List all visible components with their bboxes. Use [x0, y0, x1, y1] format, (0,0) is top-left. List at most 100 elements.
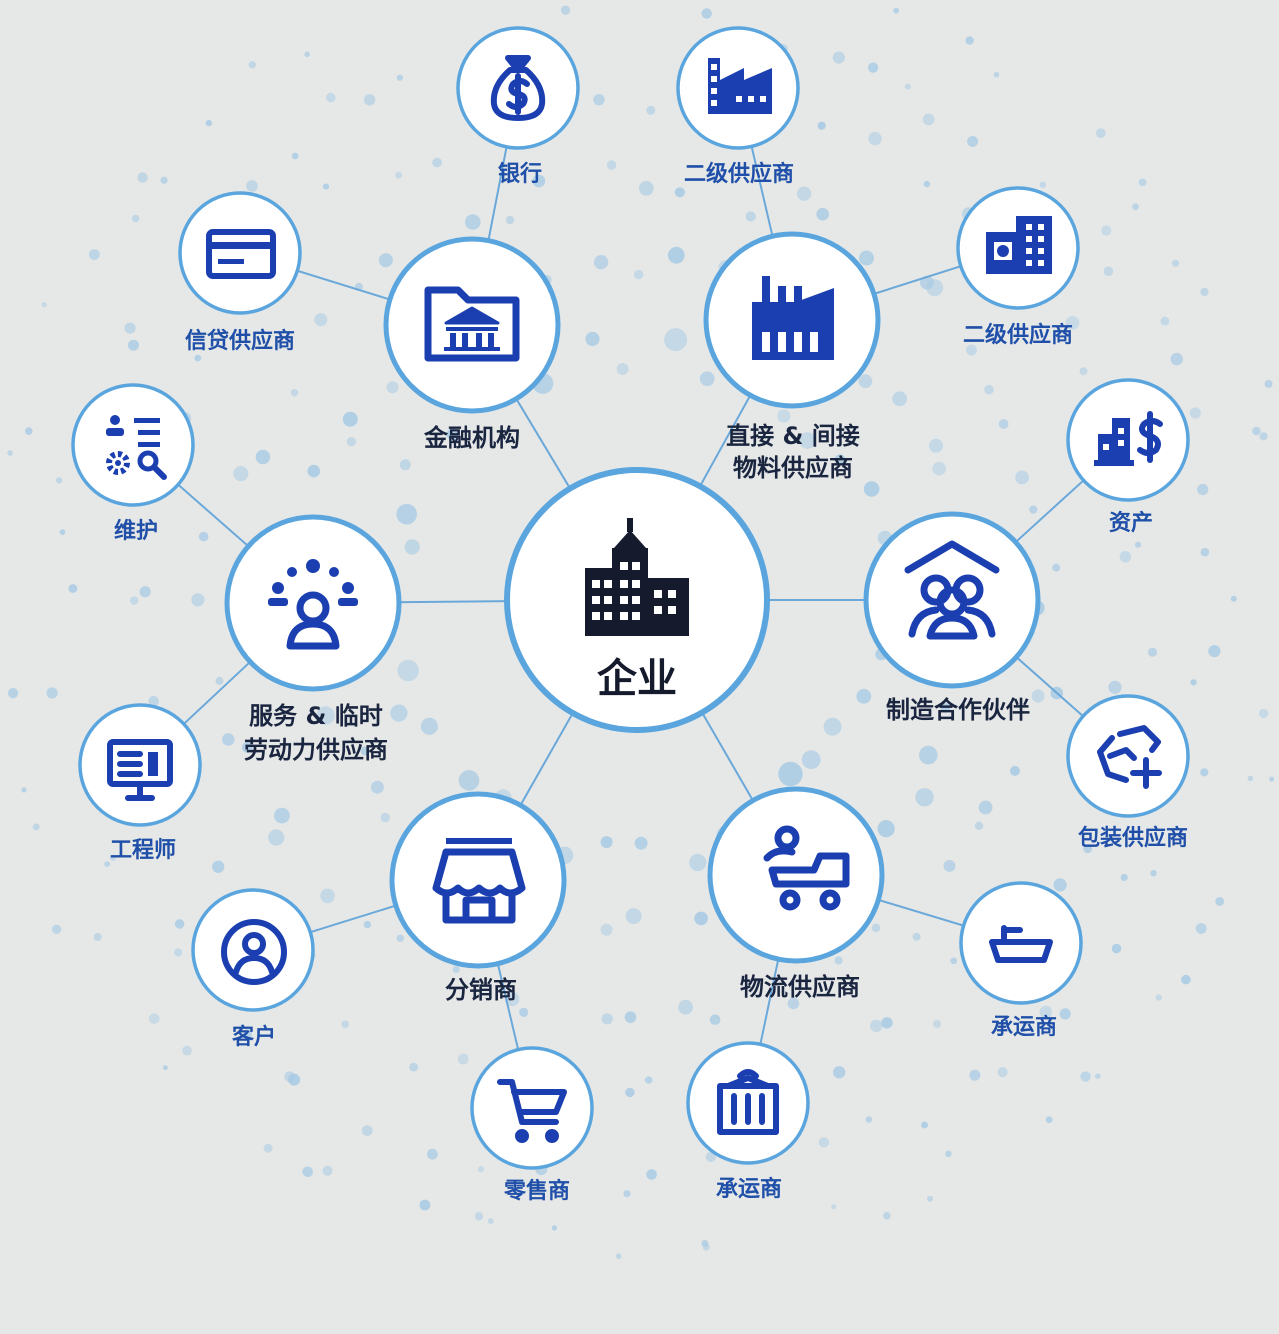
node-materials-label-1: 直接 & 间接 — [726, 422, 860, 450]
decorative-dot — [160, 176, 168, 184]
decorative-dot — [432, 157, 442, 168]
decorative-dot — [474, 1212, 484, 1221]
decorative-dot — [1155, 994, 1163, 1001]
decorative-dot — [1119, 551, 1132, 563]
decorative-dot — [465, 214, 481, 230]
decorative-dot — [865, 1116, 873, 1123]
decorative-dot — [363, 94, 376, 106]
node-engineer[interactable]: 工程师 — [78, 703, 202, 863]
node-bank[interactable]: 银行 — [456, 26, 580, 187]
decorative-dot — [322, 1165, 333, 1176]
node-finance[interactable]: 金融机构 — [383, 236, 561, 452]
decorative-dot — [1053, 878, 1067, 892]
decorative-dot — [923, 180, 931, 188]
decorative-dot — [833, 1066, 846, 1079]
node-services[interactable]: 服务 & 临时 劳动力供应商 — [224, 514, 402, 764]
decorative-dot — [346, 437, 357, 447]
node-distributor-label: 分销商 — [445, 976, 517, 1004]
decorative-dot — [1160, 316, 1170, 326]
decorative-dot — [600, 836, 613, 849]
decorative-dot — [831, 1204, 837, 1210]
node-credit-label: 信贷供应商 — [185, 328, 295, 354]
decorative-dot — [304, 51, 311, 58]
decorative-dot — [623, 1190, 631, 1198]
decorative-dot — [1200, 768, 1209, 777]
node-retail[interactable]: 零售商 — [470, 1046, 594, 1204]
money-bag-icon — [490, 55, 546, 121]
decorative-dot — [1108, 680, 1122, 694]
decorative-dot — [868, 131, 882, 146]
decorative-dot — [799, 432, 816, 449]
node-assets[interactable]: 资产 — [1066, 378, 1190, 536]
node-carrier-container[interactable]: 承运商 — [686, 1041, 810, 1202]
decorative-dot — [198, 531, 209, 542]
decorative-dot — [458, 770, 480, 791]
decorative-dot — [363, 920, 372, 929]
decorative-dot — [1052, 563, 1061, 572]
decorative-dot — [212, 860, 225, 873]
decorative-dot — [274, 341, 282, 350]
decorative-dot — [420, 717, 438, 735]
node-engineer-label: 工程师 — [110, 837, 176, 863]
decorative-dot — [797, 186, 812, 201]
decorative-dot — [1134, 541, 1142, 548]
decorative-dot — [634, 836, 648, 850]
decorative-dot — [633, 269, 644, 280]
factory-icon — [752, 276, 834, 360]
decorative-dot — [858, 374, 873, 389]
decorative-dot — [241, 741, 253, 753]
decorative-dot — [174, 948, 183, 957]
decorative-dot — [1111, 943, 1122, 954]
decorative-dot — [892, 391, 907, 407]
decorative-dot — [89, 249, 100, 260]
node-carrier-ship[interactable]: 承运商 — [959, 881, 1083, 1040]
decorative-dot — [561, 5, 571, 15]
user-circle-icon — [221, 919, 287, 985]
node-tier2-a[interactable]: 二级供应商 — [676, 26, 800, 187]
decorative-dot — [205, 119, 213, 127]
office-building-icon — [585, 518, 689, 636]
decorative-dot — [674, 187, 686, 198]
decorative-dot — [974, 821, 984, 830]
decorative-dot — [1147, 647, 1158, 657]
decorative-dot — [148, 695, 159, 707]
decorative-dot — [137, 172, 148, 183]
decorative-dot — [834, 956, 843, 965]
decorative-dot — [787, 997, 800, 1010]
decorative-dot — [397, 659, 419, 682]
decorative-dot — [984, 384, 994, 395]
decorative-dot — [1269, 776, 1275, 782]
decorative-dot — [386, 381, 399, 394]
node-packaging[interactable]: 包装供应商 — [1066, 694, 1190, 851]
decorative-dot — [616, 363, 629, 375]
decorative-dot — [1215, 897, 1225, 906]
decorative-dot — [519, 1007, 529, 1018]
node-tier2-b[interactable]: 二级供应商 — [956, 186, 1080, 348]
decorative-dot — [1080, 1071, 1091, 1082]
decorative-dot — [93, 933, 102, 941]
bank-folder-icon — [424, 286, 520, 362]
decorative-dot — [316, 706, 335, 725]
decorative-dot — [1039, 1005, 1053, 1019]
decorative-dot — [255, 449, 271, 465]
decorative-dot — [1170, 352, 1183, 366]
node-distributor[interactable]: 分销商 — [389, 791, 567, 1004]
node-maintenance[interactable]: 维护 — [71, 383, 195, 544]
decorative-dot — [246, 180, 258, 192]
workforce-icon — [268, 559, 358, 650]
decorative-dot — [1103, 266, 1114, 277]
node-carrier-container-label: 承运商 — [716, 1176, 782, 1202]
node-logistics[interactable]: 物流供应商 — [707, 786, 885, 1001]
decorative-dot — [1172, 259, 1180, 267]
decorative-dot — [194, 354, 202, 362]
node-manufacturing[interactable]: 制造合作伙伴 — [863, 511, 1041, 724]
storefront-icon — [432, 838, 526, 924]
center-node[interactable]: 企业 — [504, 467, 770, 733]
node-customer[interactable]: 客户 — [191, 888, 315, 1050]
node-materials[interactable]: 直接 & 间接 物料供应商 — [703, 231, 881, 482]
node-credit[interactable]: 信贷供应商 — [178, 191, 302, 354]
decorative-dot — [1029, 505, 1038, 514]
decorative-dot — [174, 919, 185, 929]
decorative-dot — [1195, 923, 1207, 934]
decorative-dot — [342, 411, 358, 427]
